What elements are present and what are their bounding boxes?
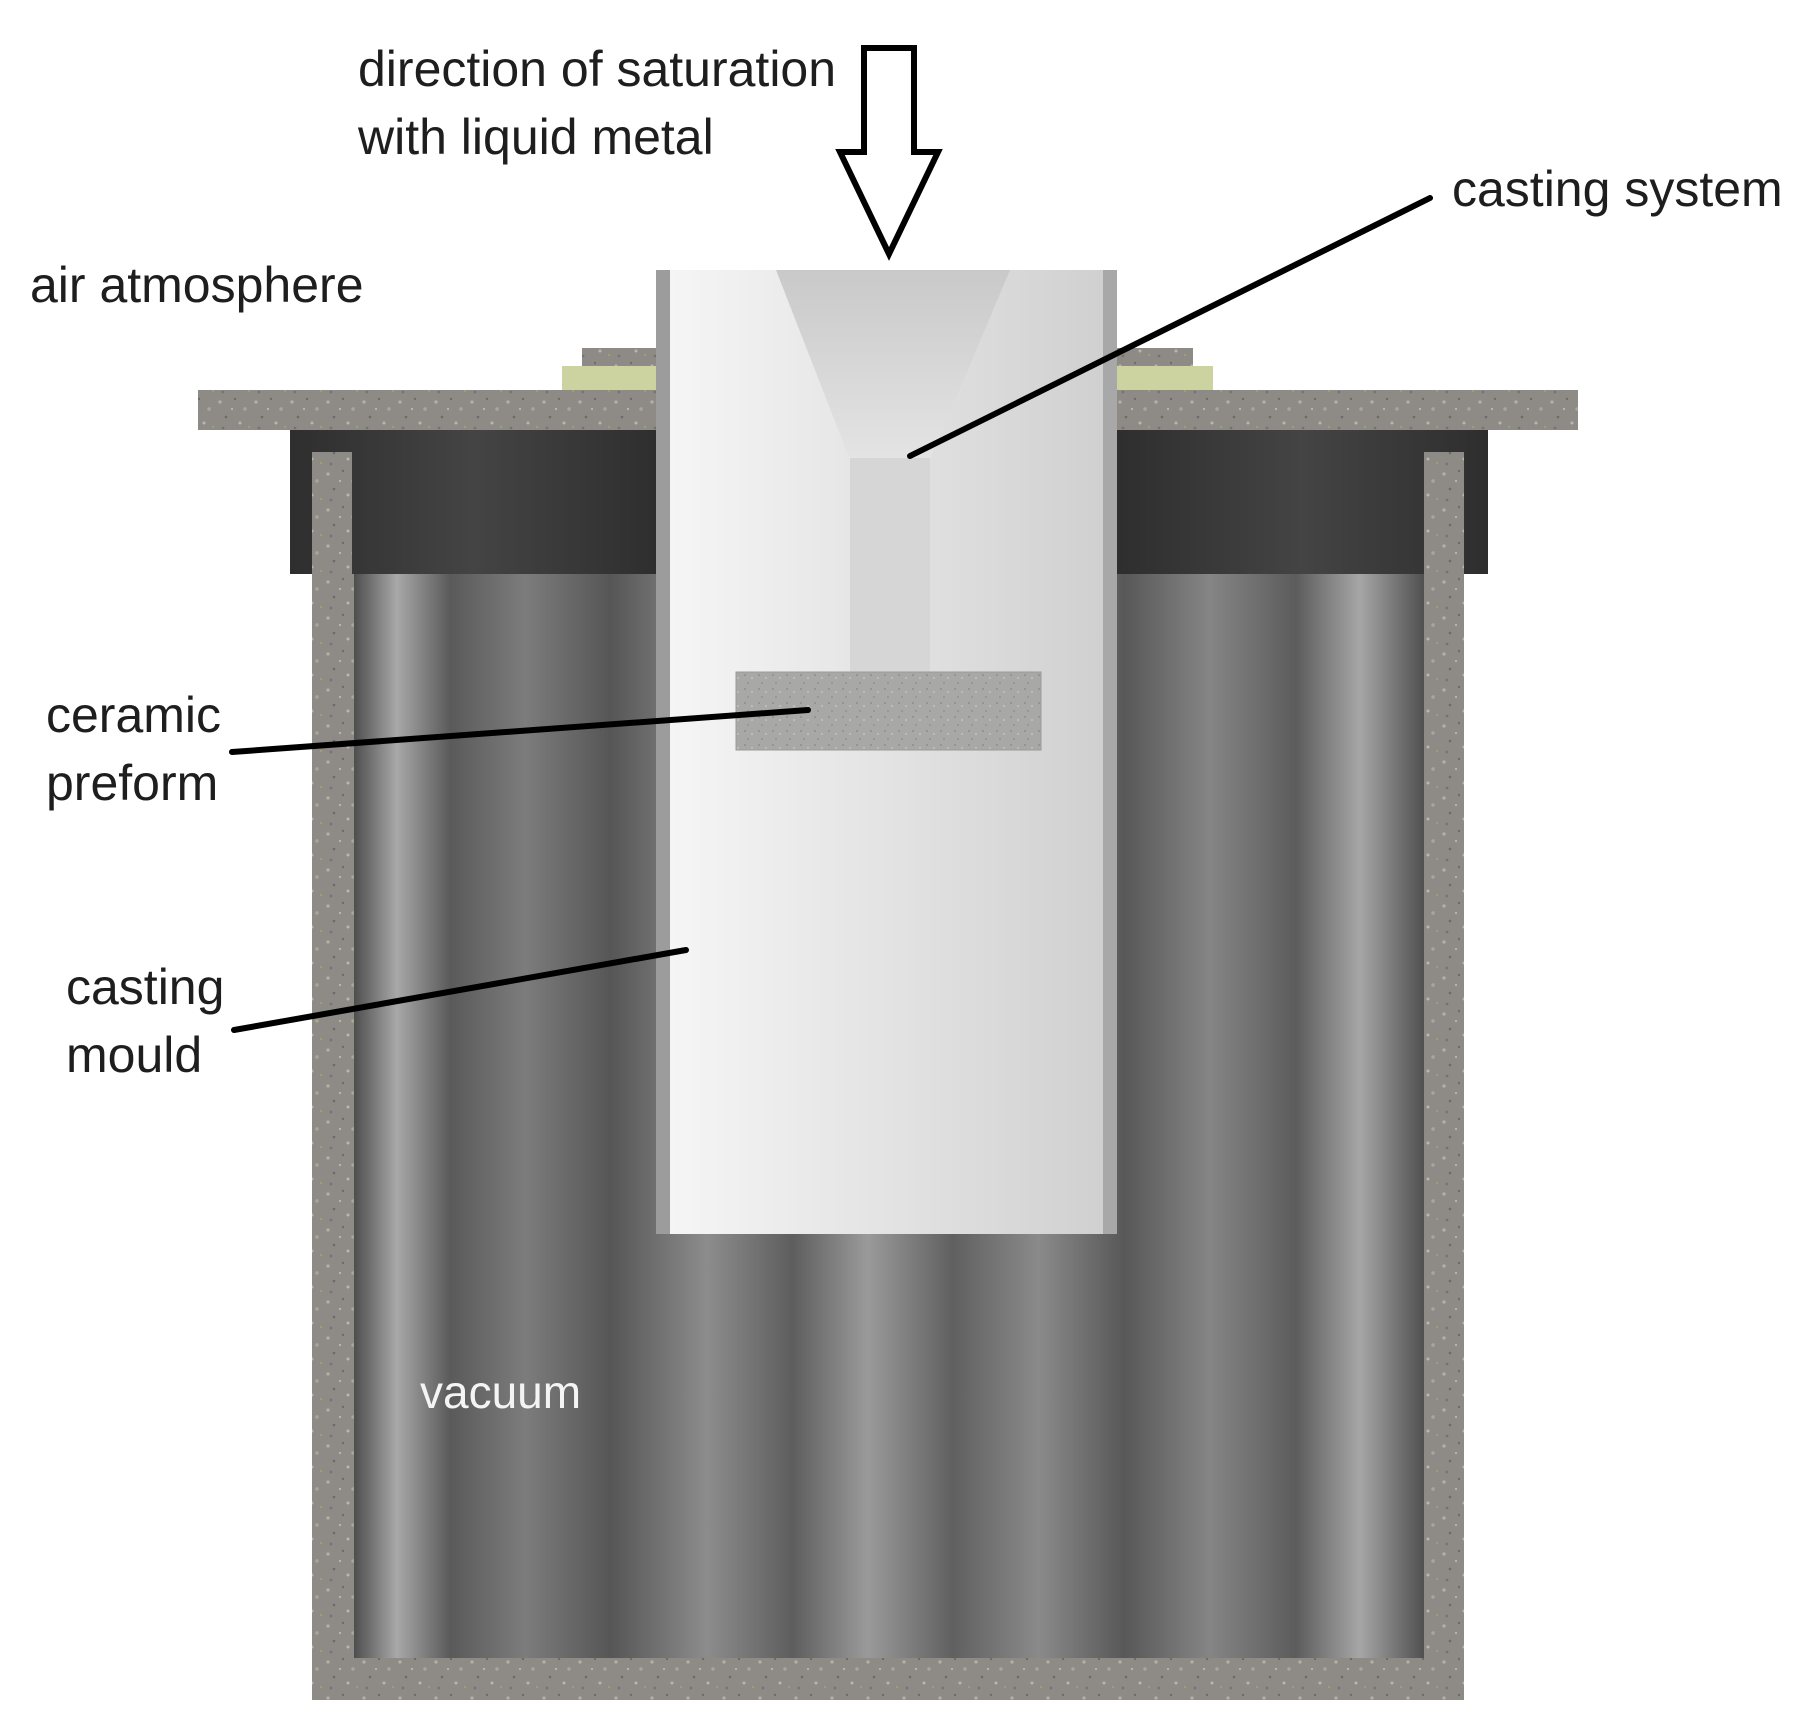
ceramic-preform-label-line2: preform (46, 755, 218, 811)
direction-label-line2: with liquid metal (357, 109, 714, 165)
right-lid-plate (1117, 390, 1578, 430)
casting-system-sprue (850, 458, 930, 672)
direction-label-line1: direction of saturation (358, 41, 836, 97)
saturation-direction-arrow (835, 45, 943, 261)
casting-mould-leader (231, 947, 689, 1033)
right-vessel-rim (1424, 452, 1464, 574)
left-vessel-rim (312, 452, 352, 574)
left-lid-plate (198, 390, 658, 430)
left-gasket (562, 366, 658, 390)
casting-mould-label-line2: mould (66, 1027, 202, 1083)
right-flange (1117, 348, 1193, 366)
casting-system-label: casting system (1452, 161, 1783, 217)
right-gasket (1117, 366, 1213, 390)
vacuum-label: vacuum (420, 1366, 581, 1418)
casting-mould-label-line1: casting (66, 959, 224, 1015)
mould-right-wall (1103, 270, 1117, 1234)
left-flange (582, 348, 658, 366)
casting-system-funnel (776, 270, 1010, 460)
casting-system-leader (907, 195, 1433, 459)
mould-left-wall (656, 270, 670, 1234)
ceramic-preform-leader (229, 707, 811, 755)
ceramic-preform (735, 671, 1042, 751)
ceramic-preform-label-line1: ceramic (46, 687, 221, 743)
air-atmosphere-label: air atmosphere (30, 257, 364, 313)
